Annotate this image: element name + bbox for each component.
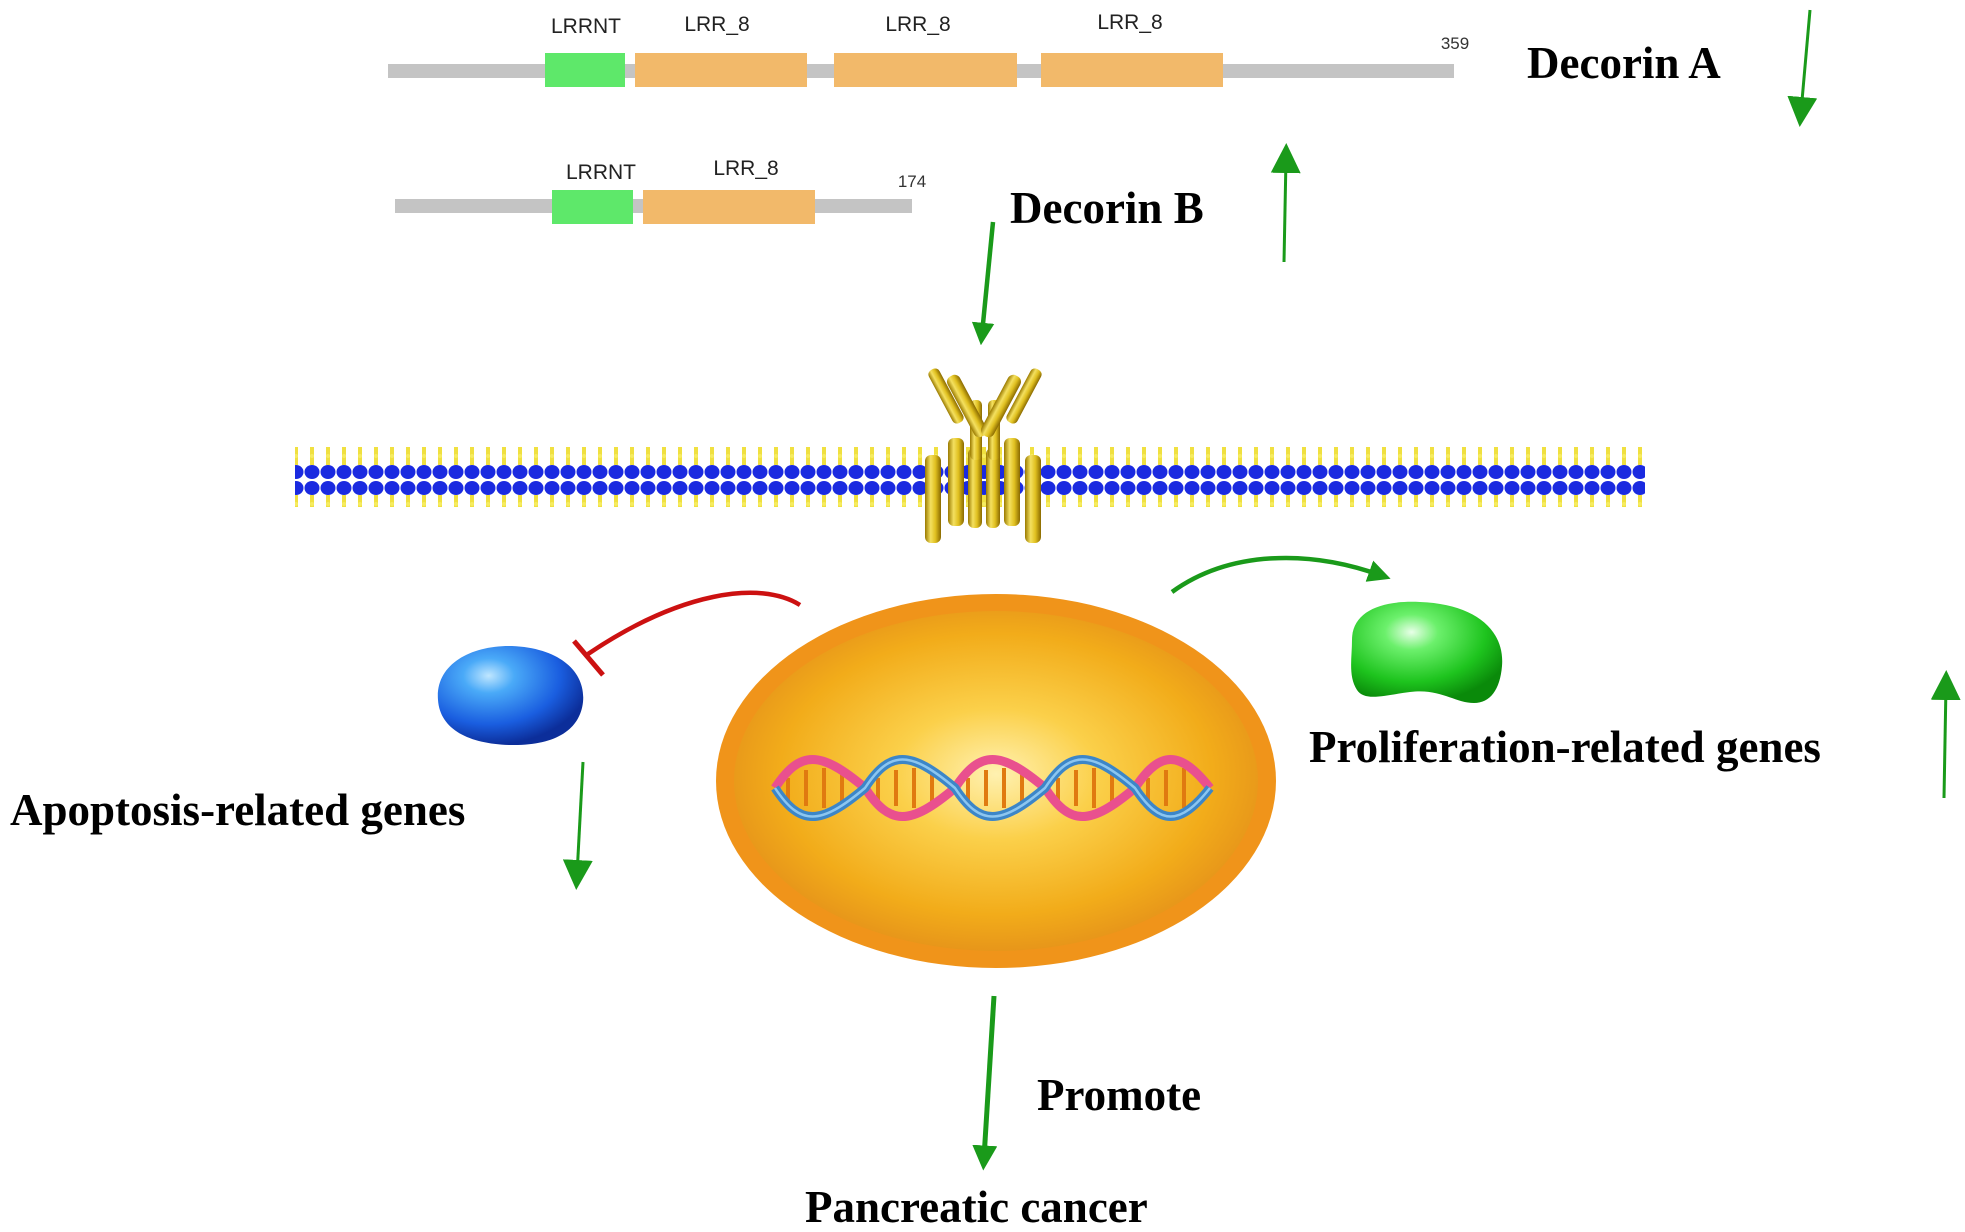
decorin-b-protein: LRRNT LRR_8 174 (395, 157, 926, 224)
decorin-b-lrr8-domain (643, 190, 815, 224)
decorin-a-down-arrow (1787, 9, 1818, 127)
decorin-a-lrr8-domain-2 (834, 53, 1017, 87)
apoptosis-down-arrow (562, 761, 593, 890)
decorin-b-to-receptor-arrow (971, 221, 996, 346)
decorin-a-domain-label-3: LRR_8 (885, 13, 950, 36)
decorin-b-up-arrow (1270, 143, 1301, 263)
decorin-b-domain-label-1: LRRNT (566, 161, 636, 184)
decorin-a-domain-label-4: LRR_8 (1097, 11, 1162, 34)
decorin-a-lrrnt-domain (545, 53, 625, 87)
inhibit-apoptosis-arrow (586, 590, 802, 656)
pancreatic-cancer-label: Pancreatic cancer (805, 1182, 1148, 1232)
proliferation-protein-icon (1351, 601, 1503, 703)
promote-arrow (972, 995, 998, 1171)
decorin-a-length: 359 (1441, 34, 1469, 53)
decorin-a-lrr8-domain-1 (635, 53, 807, 87)
proliferation-up-arrow (1930, 670, 1961, 799)
proliferation-label: Proliferation-related genes (1309, 722, 1821, 772)
decorin-b-lrrnt-domain (552, 190, 633, 224)
nucleus-icon (716, 594, 1276, 968)
decorin-a-title: Decorin A (1527, 38, 1721, 88)
decorin-a-domain-label-1: LRRNT (551, 15, 621, 38)
dna-helix-icon (771, 755, 1214, 821)
activate-proliferation-arrow (1170, 555, 1391, 594)
inhibit-bar (572, 639, 605, 677)
decorin-b-length: 174 (898, 172, 926, 191)
decorin-a-domain-label-2: LRR_8 (684, 13, 749, 36)
apoptosis-label: Apoptosis-related genes (10, 785, 465, 835)
apoptosis-protein-icon (437, 645, 584, 746)
promote-label: Promote (1037, 1070, 1201, 1120)
decorin-b-title: Decorin B (1010, 183, 1204, 233)
decorin-a-protein: LRRNT LRR_8 LRR_8 LRR_8 359 (388, 11, 1469, 87)
decorin-b-domain-label-2: LRR_8 (713, 157, 778, 180)
receptor-icon (925, 368, 1042, 543)
decorin-a-lrr8-domain-3 (1041, 53, 1223, 87)
